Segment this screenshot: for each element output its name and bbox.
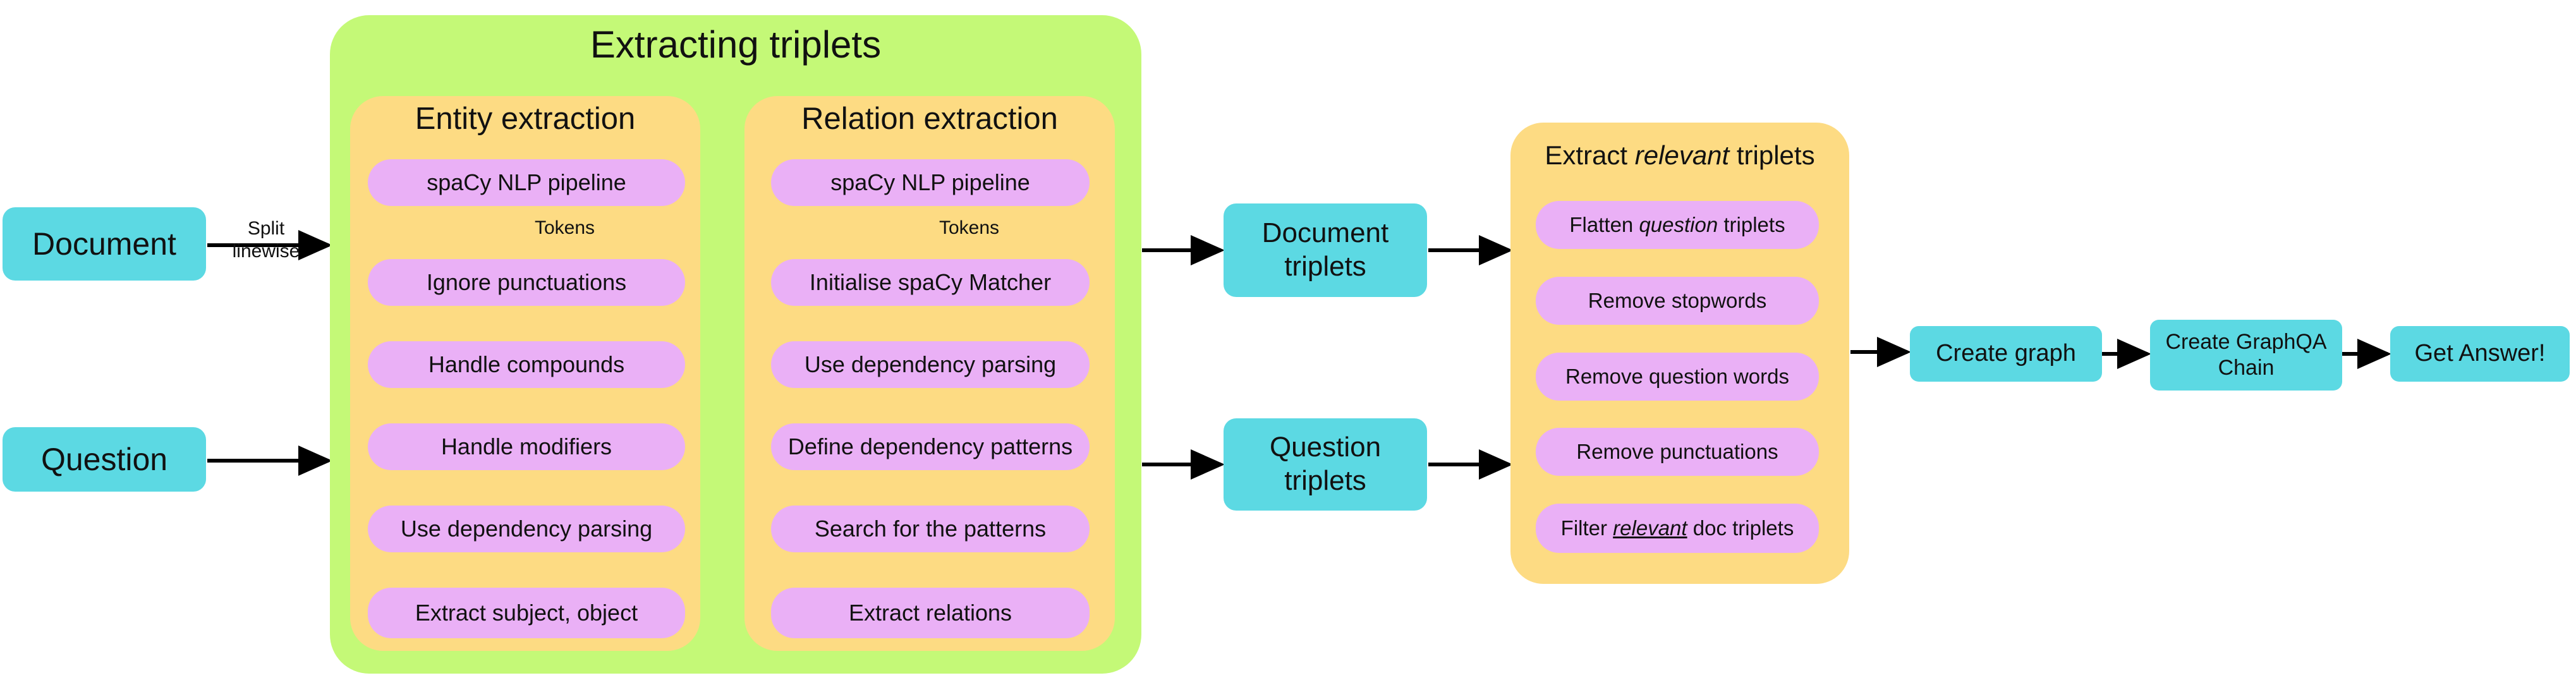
relation-step-define-patterns: Define dependency patterns [771,423,1090,470]
split-linewise-label: Split linewise [225,217,307,263]
relation-step-search-patterns: Search for the patterns [771,506,1090,552]
relevant-step-filter-relevant: Filter relevant doc triplets [1536,504,1819,553]
relevant-step-remove-punctuations: Remove punctuations [1536,428,1819,476]
question-triplets-box: Question triplets [1224,418,1427,511]
entity-step-spacy-pipeline: spaCy NLP pipeline [368,159,685,206]
question-input-label: Question [40,442,168,477]
relevant-step-flatten: Flatten question triplets [1536,201,1819,249]
relation-step-extract-relations: Extract relations [771,588,1090,638]
relation-step-spacy-pipeline: spaCy NLP pipeline [771,159,1090,206]
document-triplets-box: Document triplets [1224,203,1427,297]
get-answer-box: Get Answer! [2390,326,2570,382]
relation-step-dependency-parsing: Use dependency parsing [771,341,1090,388]
document-triplets-line1: Document [1261,217,1389,249]
relation-extraction-title: Relation extraction [801,102,1058,136]
chain-line1: Create GraphQA [2165,330,2327,355]
entity-extraction-title: Entity extraction [415,102,636,136]
chain-line2: Chain [2218,356,2275,380]
question-input-box: Question [3,427,206,492]
question-triplets-line1: Question [1269,432,1382,463]
relevant-step-remove-question-words: Remove question words [1536,353,1819,401]
create-graph-box: Create graph [1910,326,2102,382]
relation-step-initialise-matcher: Initialise spaCy Matcher [771,259,1090,306]
extract-relevant-title: Extract relevant triplets [1545,140,1815,170]
split-label-line2: linewise [232,241,300,262]
extracting-triplets-title: Extracting triplets [590,23,882,66]
document-input-label: Document [32,226,176,262]
entity-step-handle-modifiers: Handle modifiers [368,423,685,470]
entity-step-dependency-parsing: Use dependency parsing [368,506,685,552]
relevant-step-remove-stopwords: Remove stopwords [1536,277,1819,325]
split-label-line1: Split [247,218,285,239]
entity-tokens-label: Tokens [535,217,595,238]
document-input-box: Document [3,207,206,281]
question-triplets-line2: triplets [1284,465,1366,496]
entity-step-handle-compounds: Handle compounds [368,341,685,388]
create-graphqa-chain-box: Create GraphQA Chain [2150,320,2342,391]
entity-step-extract-subject-object: Extract subject, object [368,588,685,638]
relation-tokens-label: Tokens [939,217,1000,238]
entity-step-ignore-punctuations: Ignore punctuations [368,259,685,306]
document-triplets-line2: triplets [1284,251,1366,282]
